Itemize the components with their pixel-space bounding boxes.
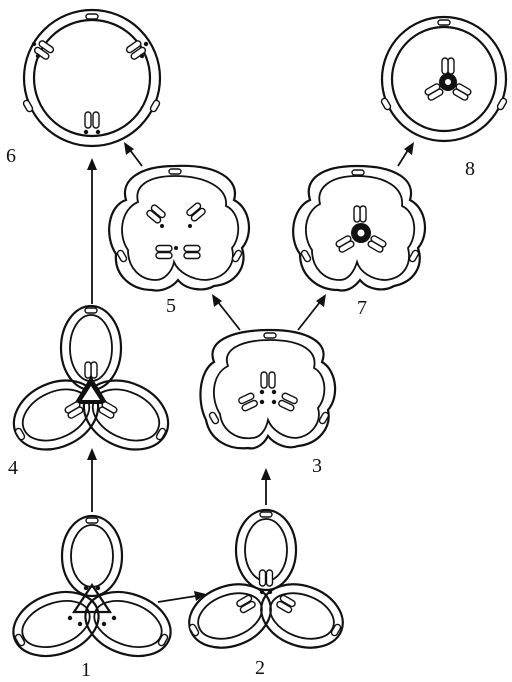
- stage-8-label: 8: [465, 158, 475, 180]
- stage-1-label: 1: [81, 659, 91, 681]
- stage-7-label: 7: [357, 297, 367, 319]
- stage-5-label: 5: [166, 295, 176, 317]
- stage-7-ovary: [292, 164, 427, 292]
- stage-2-ovary: [188, 508, 344, 649]
- stage-6-label: 6: [6, 145, 16, 167]
- stage-2-label: 2: [255, 657, 265, 679]
- arrow-3-to-7: [297, 294, 326, 331]
- stage-4-ovary: [12, 304, 170, 451]
- stage-1-ovary: [12, 514, 172, 658]
- arrow-1-to-4: [87, 448, 97, 512]
- arrow-3-to-5: [212, 294, 241, 331]
- stage-6-ovary: [22, 8, 162, 148]
- stage-4-label: 4: [8, 457, 18, 479]
- stage-5-ovary: [108, 164, 251, 292]
- stage-3-label: 3: [312, 455, 322, 477]
- stage-8-ovary: [380, 15, 508, 143]
- arrow-7-to-8: [397, 142, 414, 167]
- arrow-4-to-6: [87, 158, 97, 304]
- arrow-1-to-2: [157, 591, 206, 603]
- stage-3-ovary: [199, 328, 337, 450]
- arrow-5-to-6: [124, 142, 143, 167]
- arrow-2-to-3: [261, 468, 271, 505]
